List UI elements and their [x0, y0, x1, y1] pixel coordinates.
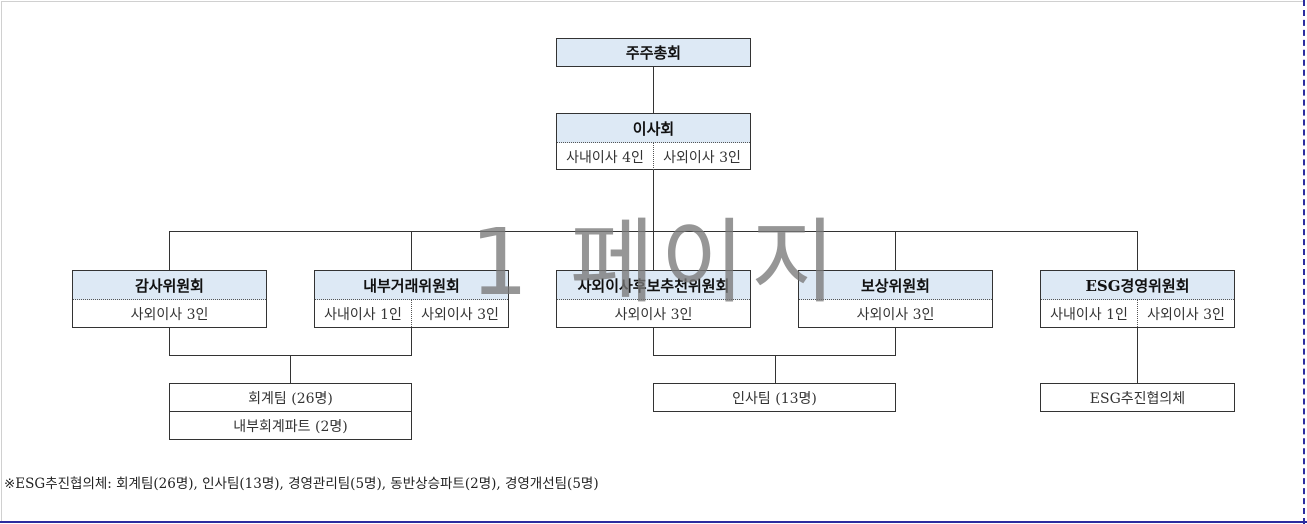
- accounting-team: 회계팀 (26명): [170, 384, 411, 412]
- connector-internal-trade: [411, 231, 412, 271]
- hr-team-box: 인사팀 (13명): [653, 383, 896, 412]
- internal-trade-committee-title: 내부거래위원회: [363, 276, 460, 295]
- connector-nomination: [653, 231, 654, 271]
- hr-team: 인사팀 (13명): [732, 390, 817, 407]
- esg-inside: 사내이사 1인: [1050, 306, 1128, 323]
- internal-trade-committee-header: 내부거래위원회: [315, 271, 508, 300]
- esg-committee-title: ESG경영위원회: [1085, 276, 1190, 295]
- connector-audit: [169, 231, 170, 271]
- esg-council-box: ESG추진협의체: [1040, 383, 1235, 412]
- audit-committee-outside: 사외이사 3인: [130, 306, 209, 323]
- shareholders-meeting-title: 주주총회: [625, 44, 682, 62]
- compensation-committee-box: 보상위원회 사외이사 3인: [798, 270, 993, 328]
- esg-committee-header: ESG경영위원회: [1041, 271, 1234, 300]
- internal-trade-committee-members: 사내이사 1인 사외이사 3인: [315, 300, 508, 327]
- internal-trade-outside: 사외이사 3인: [411, 300, 508, 327]
- connector-shareholders-board: [653, 66, 654, 114]
- compensation-committee-members: 사외이사 3인: [799, 300, 992, 327]
- audit-committee-header: 감사위원회: [73, 271, 266, 300]
- internal-accounting-part: 내부회계파트 (2명): [233, 419, 348, 435]
- nomination-committee-box: 사외이사후보추천위원회 사외이사 3인: [556, 270, 751, 328]
- hr-bus: [653, 355, 896, 356]
- connector-accounting: [290, 355, 291, 383]
- connector-audit-down: [169, 327, 170, 355]
- esg-committee-members: 사내이사 1인 사외이사 3인: [1041, 300, 1234, 327]
- page-border-right: [1303, 0, 1305, 524]
- compensation-committee-header: 보상위원회: [799, 271, 992, 300]
- nomination-outside: 사외이사 3인: [614, 306, 693, 323]
- footnote: ※ESG추진협의체: 회계팀(26명), 인사팀(13명), 경영관리팀(5명)…: [4, 476, 599, 492]
- connector-compensation-down: [895, 327, 896, 355]
- connector-internal-trade-down: [411, 327, 412, 355]
- audit-committee-title: 감사위원회: [134, 276, 204, 295]
- nomination-committee-members: 사외이사 3인: [557, 300, 750, 327]
- esg-outside: 사외이사 3인: [1137, 300, 1234, 327]
- board-inside-directors: 사내이사 4인: [566, 149, 644, 166]
- connector-board-bus: [653, 169, 654, 231]
- page-border-bottom: [0, 521, 1307, 523]
- internal-trade-committee-box: 내부거래위원회 사내이사 1인 사외이사 3인: [314, 270, 509, 328]
- accounting-team-box: 회계팀 (26명) 내부회계파트 (2명): [169, 383, 412, 440]
- esg-committee-box: ESG경영위원회 사내이사 1인 사외이사 3인: [1040, 270, 1235, 328]
- connector-hr: [775, 355, 776, 383]
- compensation-committee-title: 보상위원회: [860, 276, 930, 295]
- nomination-committee-header: 사외이사후보추천위원회: [557, 271, 750, 300]
- board-outside-directors: 사외이사 3인: [653, 143, 750, 170]
- internal-trade-inside: 사내이사 1인: [324, 306, 402, 323]
- board-members: 사내이사 4인 사외이사 3인: [557, 143, 750, 170]
- audit-committee-box: 감사위원회 사외이사 3인: [72, 270, 267, 328]
- connector-nomination-down: [653, 327, 654, 355]
- board-title: 이사회: [632, 119, 675, 138]
- board-box: 이사회 사내이사 4인 사외이사 3인: [556, 113, 751, 170]
- connector-esg: [1137, 231, 1138, 271]
- shareholders-meeting-box: 주주총회: [556, 38, 751, 67]
- board-header: 이사회: [557, 114, 750, 143]
- connector-esg-down: [1137, 327, 1138, 383]
- compensation-outside: 사외이사 3인: [856, 306, 935, 323]
- esg-council: ESG추진협의체: [1089, 390, 1186, 407]
- connector-compensation: [895, 231, 896, 271]
- audit-committee-members: 사외이사 3인: [73, 300, 266, 327]
- nomination-committee-title: 사외이사후보추천위원회: [577, 276, 730, 295]
